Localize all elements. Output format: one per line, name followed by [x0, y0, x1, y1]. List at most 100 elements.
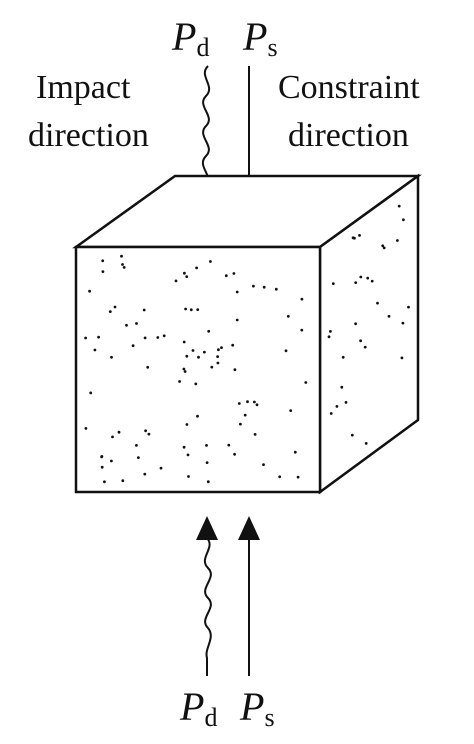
bottom-constraint-arrowhead — [238, 516, 260, 540]
speckle — [194, 382, 198, 386]
constraint-direction-label-line2: direction — [288, 117, 409, 154]
speckle — [231, 343, 235, 347]
speckle — [216, 355, 220, 358]
speckle — [329, 412, 333, 415]
speckle — [331, 282, 335, 285]
speckle — [189, 308, 193, 312]
constraint-direction-label: Constraint — [278, 69, 420, 106]
speckle — [353, 236, 356, 240]
speckle — [304, 381, 308, 384]
speckle — [359, 339, 362, 343]
speckle — [84, 427, 88, 430]
impact-direction-label-line2: direction — [28, 117, 149, 154]
speckle — [284, 349, 288, 353]
speckle — [400, 356, 404, 360]
speckle — [143, 336, 147, 340]
speckle — [100, 455, 103, 459]
speckle — [217, 348, 220, 352]
speckle — [224, 274, 228, 278]
speckle — [205, 444, 208, 447]
speckle — [235, 290, 239, 294]
speckle — [210, 365, 214, 369]
speckle — [344, 401, 348, 404]
bottom-impact-load-label: Pd — [179, 684, 217, 732]
impact-direction-label: Impact — [36, 69, 131, 106]
speckle — [182, 445, 186, 449]
speckle — [397, 204, 401, 208]
speckle — [178, 380, 182, 383]
speckle — [184, 307, 188, 311]
speckle — [135, 322, 138, 325]
speckle — [186, 453, 190, 457]
speckle — [144, 429, 148, 433]
speckle — [143, 472, 147, 476]
speckle — [110, 355, 113, 359]
speckle — [135, 444, 138, 447]
speckle — [262, 285, 266, 289]
speckle — [183, 271, 186, 275]
speckle — [233, 452, 237, 456]
speckle — [340, 385, 344, 389]
speckle — [111, 435, 114, 439]
speckle — [381, 244, 385, 248]
cube-front-face — [74, 245, 322, 494]
speckle — [207, 329, 211, 333]
speckle — [205, 461, 209, 464]
speckle — [354, 322, 357, 326]
speckle — [187, 475, 190, 478]
speckle — [125, 323, 128, 327]
speckle — [195, 266, 199, 270]
speckle — [147, 432, 151, 436]
speckle — [407, 305, 410, 309]
speckle — [243, 413, 247, 417]
speckle — [227, 443, 231, 447]
speckle — [101, 259, 105, 263]
speckle — [327, 335, 331, 339]
speckle — [363, 345, 367, 349]
speckle — [300, 297, 304, 301]
speckle — [89, 391, 93, 395]
speckle — [364, 442, 368, 445]
speckle — [206, 480, 210, 484]
speckle — [182, 367, 186, 371]
speckle — [174, 279, 178, 283]
speckle — [103, 480, 106, 484]
speckle — [293, 450, 297, 454]
speckle — [97, 335, 100, 339]
top-constraint-load-label: Ps — [242, 14, 278, 62]
top-impact-load-label: Pd — [171, 14, 209, 62]
speckle — [185, 354, 189, 358]
speckle — [185, 275, 189, 278]
speckle — [159, 466, 163, 470]
speckle — [209, 260, 212, 263]
speckle — [93, 348, 97, 352]
speckle — [382, 246, 386, 250]
speckle — [117, 430, 121, 434]
speckle — [162, 334, 166, 338]
speckle — [233, 368, 237, 372]
speckle — [359, 275, 363, 279]
speckle — [120, 254, 123, 258]
speckle — [121, 263, 124, 266]
speckle — [246, 400, 249, 404]
speckle — [253, 433, 257, 436]
speckle — [197, 355, 200, 359]
speckle — [274, 287, 278, 291]
speckle — [354, 281, 358, 284]
speckle — [203, 350, 206, 354]
top-impact-wavy-arrow — [201, 65, 211, 198]
bottom-impact-arrowhead — [196, 516, 218, 540]
concrete-cube — [72, 173, 422, 495]
speckle — [278, 475, 282, 479]
speckle — [235, 318, 239, 322]
speckle — [84, 336, 87, 340]
speckle — [401, 321, 405, 325]
speckle — [182, 340, 186, 344]
speckle — [376, 301, 379, 305]
speckle — [350, 433, 354, 437]
speckle — [113, 305, 117, 309]
speckle — [253, 400, 256, 404]
speckle — [387, 314, 391, 318]
speckle — [156, 336, 160, 339]
speckle — [239, 422, 242, 426]
